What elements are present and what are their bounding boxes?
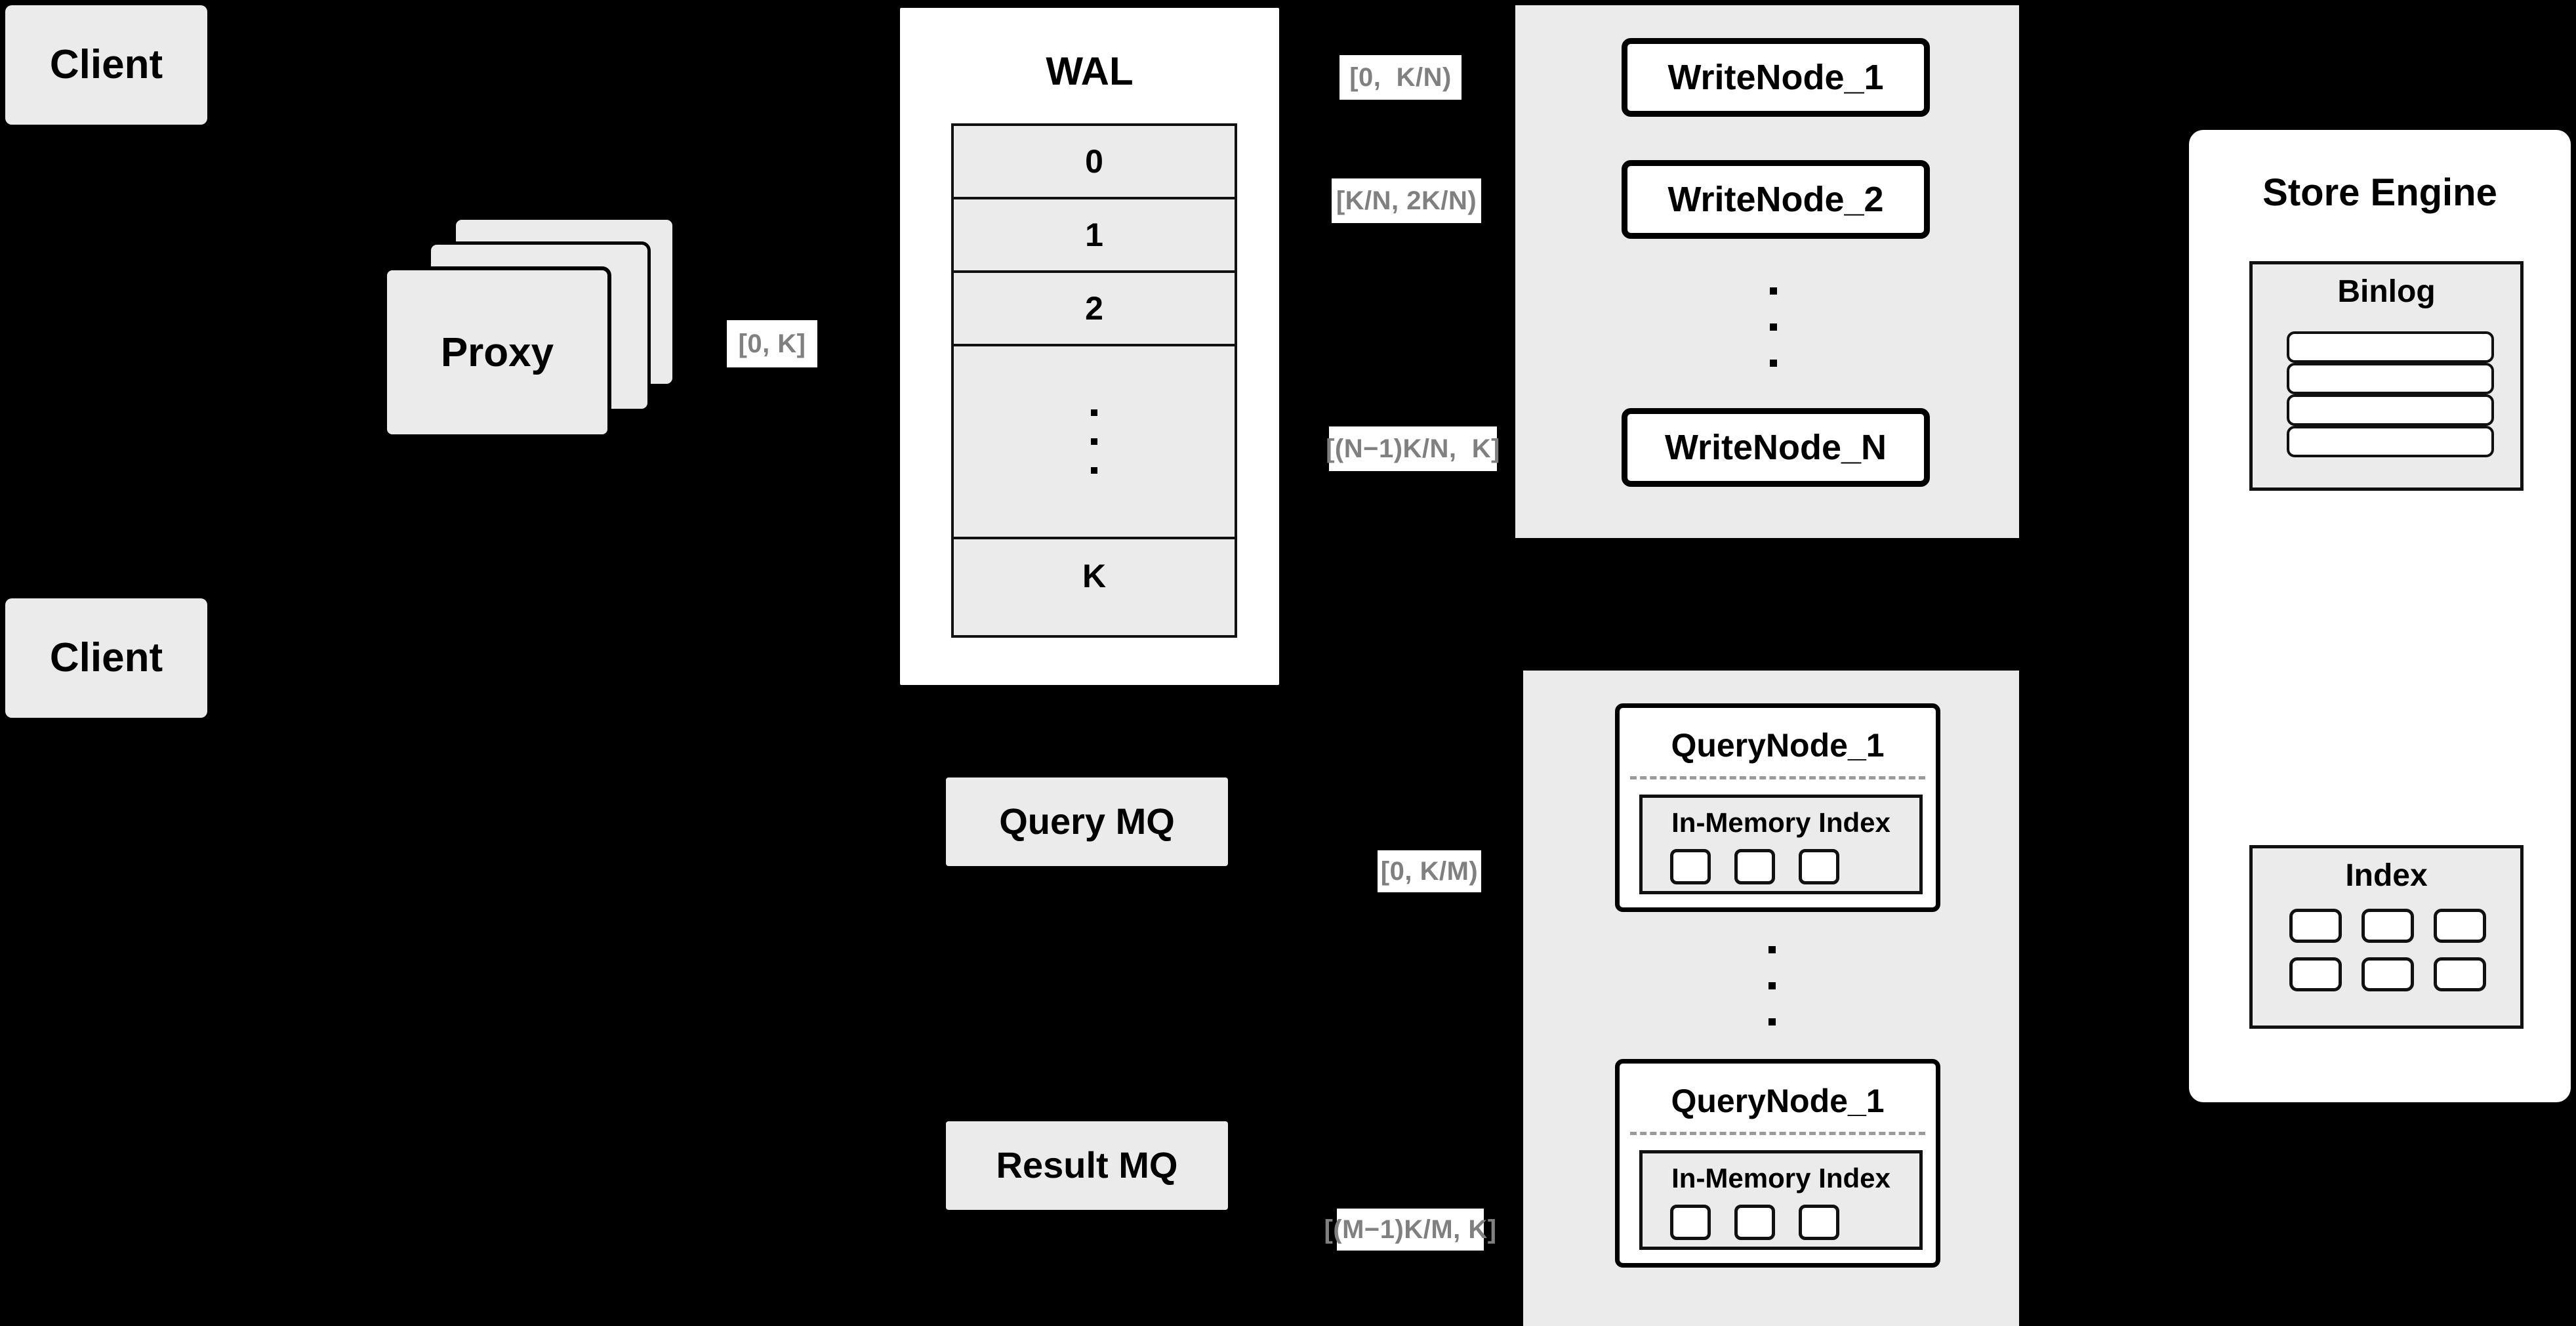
index-cell[interactable] bbox=[1799, 1205, 1839, 1240]
binlog-strip[interactable] bbox=[2287, 363, 2494, 394]
write-node-2[interactable]: WriteNode_2 bbox=[1622, 160, 1930, 239]
write-node-label: WriteNode_N bbox=[1664, 428, 1887, 467]
vertical-ellipsis-icon bbox=[1770, 287, 1777, 367]
query-node-title: QueryNode_1 bbox=[1671, 1083, 1885, 1119]
wal-row[interactable]: 0 bbox=[954, 126, 1235, 199]
query-node-title: QueryNode_1 bbox=[1671, 727, 1885, 764]
write-node-label: WriteNode_2 bbox=[1667, 180, 1884, 219]
in-memory-index-title: In-Memory Index bbox=[1671, 807, 1891, 838]
query-node-cluster: QueryNode_1 In-Memory Index QueryNode_1 … bbox=[1523, 671, 2019, 1326]
query-node-divider bbox=[1630, 776, 1925, 779]
in-memory-index-title: In-Memory Index bbox=[1671, 1163, 1891, 1193]
in-memory-index-box: In-Memory Index bbox=[1639, 1150, 1923, 1250]
edge-label-text: [0, K/M) bbox=[1380, 856, 1479, 886]
binlog-strip[interactable] bbox=[2287, 426, 2494, 457]
index-cell[interactable] bbox=[2289, 909, 2342, 943]
client-box-bottom[interactable]: Client bbox=[5, 598, 207, 718]
query-mq-box[interactable]: Query MQ bbox=[946, 777, 1228, 866]
edge-label-wal-to-writenode-2: [K/N, 2K/N) bbox=[1332, 178, 1481, 223]
edge-label-text: [K/N, 2K/N) bbox=[1336, 186, 1477, 215]
wal-row-label: 0 bbox=[1085, 143, 1103, 180]
index-cell[interactable] bbox=[2434, 957, 2486, 991]
index-cell[interactable] bbox=[1799, 849, 1839, 884]
edge-label-proxy-to-wal: [0, K] bbox=[727, 320, 817, 367]
result-mq-label: Result MQ bbox=[996, 1144, 1178, 1186]
proxy-label: Proxy bbox=[440, 329, 554, 375]
store-engine-title: Store Engine bbox=[2262, 171, 2497, 214]
index-title: Index bbox=[2345, 858, 2428, 893]
wal-table: 0 1 2 K bbox=[951, 123, 1237, 638]
index-cell[interactable] bbox=[2289, 957, 2342, 991]
wal-row[interactable]: K bbox=[954, 539, 1235, 613]
wal-title: WAL bbox=[1046, 49, 1134, 93]
wal-row-label: K bbox=[1082, 558, 1107, 594]
wal-panel: WAL 0 1 2 K bbox=[896, 4, 1283, 689]
wal-row-label: 2 bbox=[1085, 290, 1103, 327]
edge-label-text: [0, K/N) bbox=[1349, 62, 1452, 92]
edge-label-wal-to-writenode-n: [(N−1)K/N, K] bbox=[1326, 426, 1500, 471]
index-cell[interactable] bbox=[1670, 849, 1711, 884]
binlog-title: Binlog bbox=[2337, 274, 2436, 309]
query-node-divider bbox=[1630, 1132, 1925, 1135]
wal-row[interactable]: 2 bbox=[954, 273, 1235, 346]
edge-label-mq-to-querynode-m: [(M−1)K/M, K] bbox=[1324, 1209, 1496, 1251]
proxy-box[interactable]: Proxy bbox=[383, 266, 611, 438]
result-mq-box[interactable]: Result MQ bbox=[946, 1121, 1228, 1210]
write-node-n[interactable]: WriteNode_N bbox=[1622, 408, 1930, 487]
wal-row-label: 1 bbox=[1085, 217, 1103, 253]
write-node-1[interactable]: WriteNode_1 bbox=[1622, 38, 1930, 117]
binlog-panel: Binlog bbox=[2249, 261, 2524, 491]
index-cell[interactable] bbox=[1670, 1205, 1711, 1240]
wal-row[interactable]: 1 bbox=[954, 199, 1235, 273]
vertical-ellipsis-icon bbox=[1091, 409, 1097, 474]
query-node-m[interactable]: QueryNode_1 In-Memory Index bbox=[1615, 1059, 1940, 1268]
binlog-strip[interactable] bbox=[2287, 331, 2494, 363]
client-box-top[interactable]: Client bbox=[5, 5, 207, 125]
index-panel: Index bbox=[2249, 845, 2524, 1029]
index-cell[interactable] bbox=[2434, 909, 2486, 943]
query-mq-label: Query MQ bbox=[999, 800, 1175, 842]
binlog-strip[interactable] bbox=[2287, 394, 2494, 426]
in-memory-index-box: In-Memory Index bbox=[1639, 795, 1923, 894]
client-label: Client bbox=[49, 635, 163, 681]
query-node-1[interactable]: QueryNode_1 In-Memory Index bbox=[1615, 703, 1940, 912]
store-engine-panel: Store Engine Binlog Index bbox=[2189, 130, 2571, 1102]
edge-label-text: [(M−1)K/M, K] bbox=[1324, 1214, 1497, 1244]
vertical-ellipsis-icon bbox=[1768, 946, 1776, 1026]
edge-label-wal-to-writenode-1: [0, K/N) bbox=[1339, 55, 1462, 100]
index-cell[interactable] bbox=[2361, 909, 2414, 943]
edge-label-text: [(N−1)K/N, K] bbox=[1326, 434, 1500, 463]
edge-label-text: [0, K] bbox=[738, 329, 806, 358]
wal-row-ellipsis bbox=[954, 346, 1235, 539]
index-cell[interactable] bbox=[2361, 957, 2414, 991]
write-node-cluster: WriteNode_1 WriteNode_2 WriteNode_N bbox=[1515, 5, 2019, 538]
write-node-label: WriteNode_1 bbox=[1667, 58, 1884, 97]
edge-label-mq-to-querynode-1: [0, K/M) bbox=[1378, 850, 1481, 892]
client-label: Client bbox=[49, 42, 163, 88]
index-cell[interactable] bbox=[1734, 1205, 1775, 1240]
index-cell[interactable] bbox=[1734, 849, 1775, 884]
